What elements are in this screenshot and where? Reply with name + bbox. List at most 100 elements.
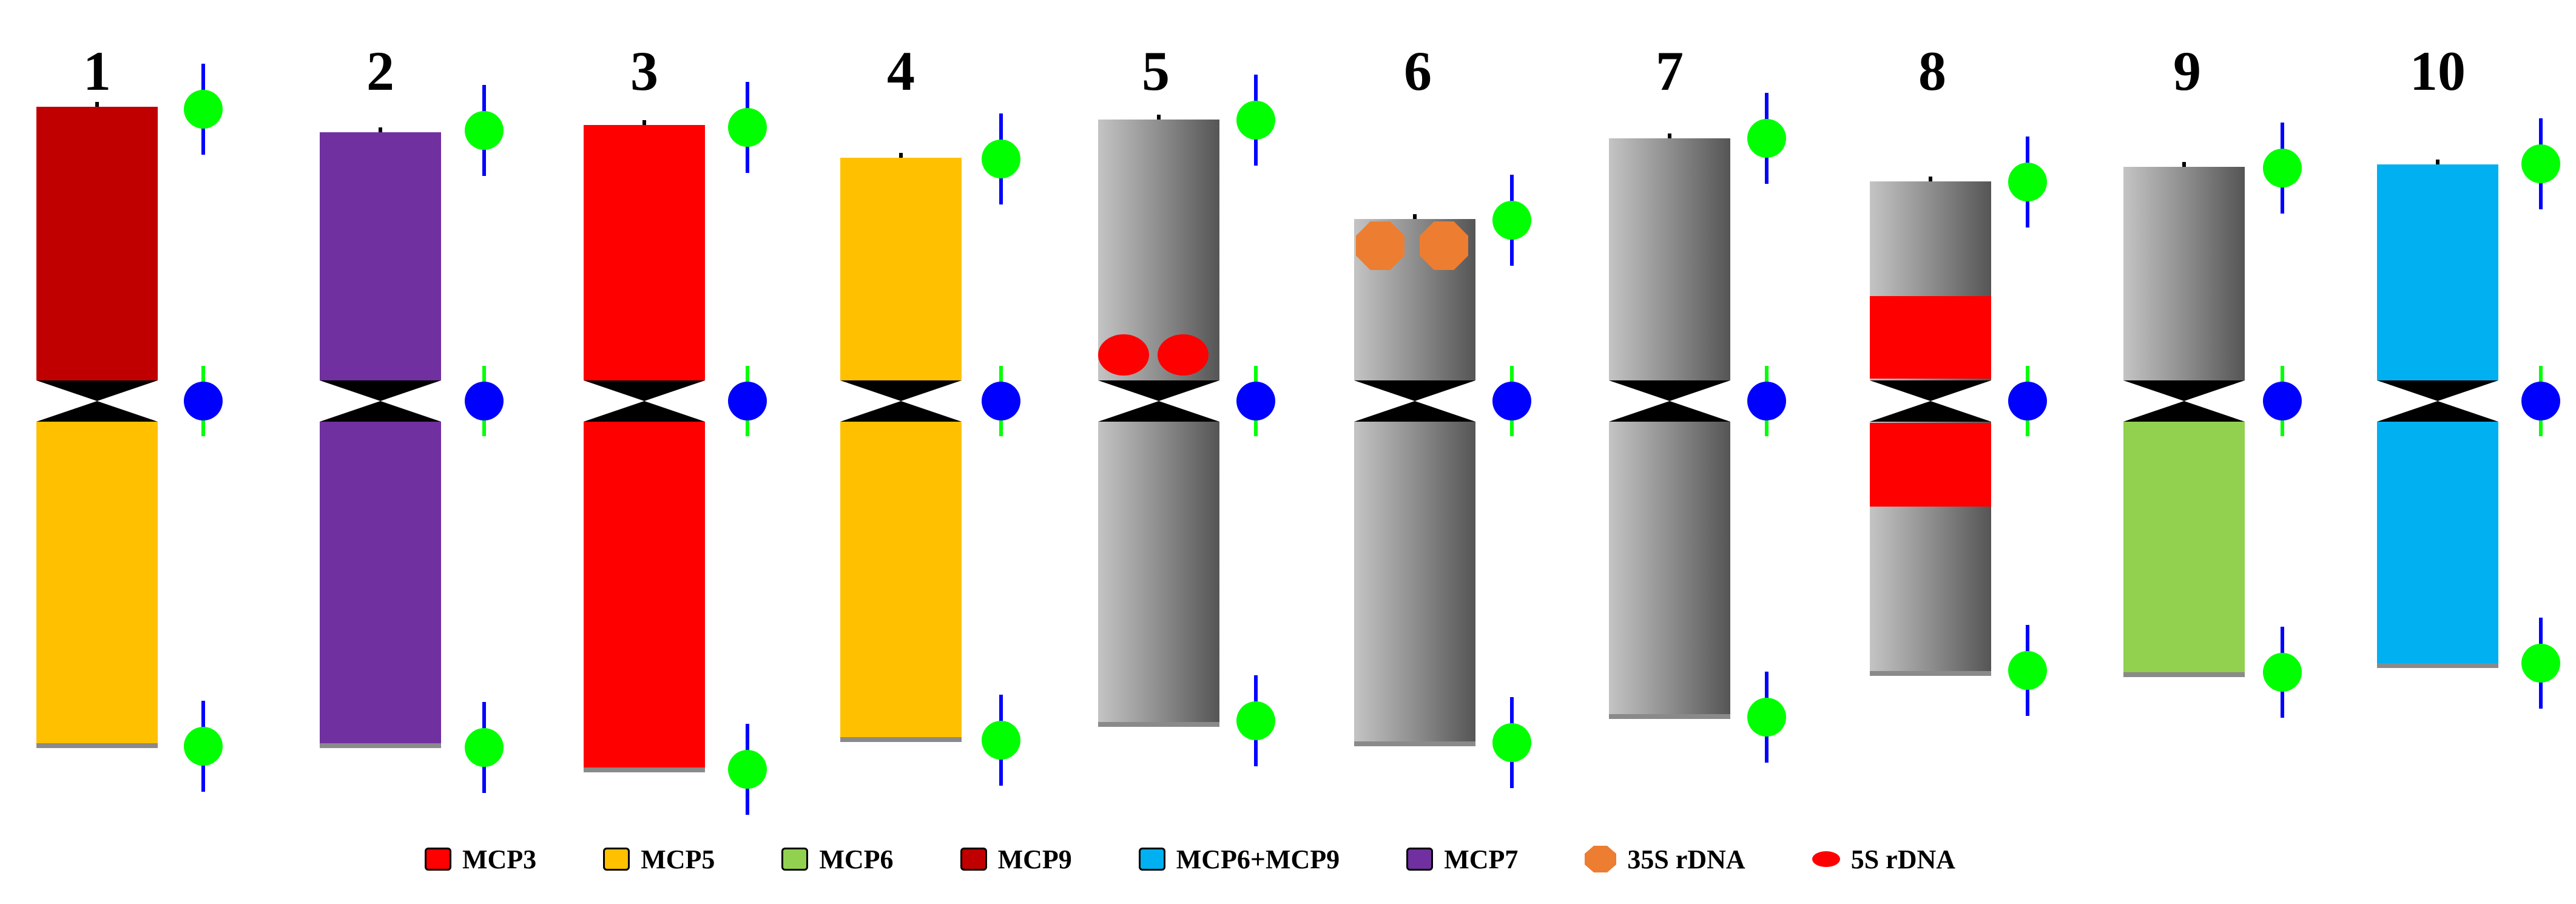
legend-swatch-mcp9 — [960, 848, 987, 871]
short-arm — [584, 125, 705, 380]
long-arm — [584, 422, 705, 767]
short-arm — [36, 107, 158, 380]
chromosome-number: 8 — [1918, 40, 1946, 102]
long-arm — [1098, 422, 1219, 722]
centromere — [584, 380, 705, 422]
centromere — [2123, 380, 2245, 422]
centromere — [1098, 380, 1219, 422]
chromosome-number: 6 — [1404, 40, 1432, 102]
telomere-end — [1609, 714, 1730, 719]
chromosome-number: 2 — [366, 40, 394, 102]
signal-dot — [1236, 382, 1275, 420]
chromosome-3: 3 — [584, 40, 767, 815]
5s-rdna-signal — [1158, 334, 1209, 376]
centromere — [2377, 380, 2498, 422]
signal-dot — [982, 140, 1020, 178]
chromosome-8: 8 — [1870, 40, 2047, 716]
legend-item-mcp6-mcp9: MCP6+MCP9 — [1138, 844, 1340, 875]
mcp3-band — [1870, 423, 1991, 507]
long-arm — [2377, 422, 2498, 663]
telomere-tick — [1413, 214, 1417, 219]
legend: MCP3 MCP5 MCP6 MCP9 MCP6+MCP9 MCP7 35S r… — [425, 841, 2022, 877]
chromosome-6: 6 — [1354, 40, 1531, 788]
telomere-tick — [899, 153, 903, 158]
signal-dot — [1492, 382, 1531, 420]
signal-dot — [2521, 144, 2560, 183]
signal-dot — [465, 728, 504, 767]
legend-swatch-mcp6 — [781, 848, 809, 871]
telomere-tick — [2436, 160, 2439, 164]
centromere — [36, 380, 158, 422]
legend-item-mcp5: MCP5 — [603, 844, 715, 875]
signal-dot — [184, 90, 223, 129]
chromosome-number: 9 — [2173, 40, 2201, 102]
centromere — [840, 380, 962, 422]
telomere-end — [1870, 671, 1991, 676]
legend-label: MCP6 — [819, 844, 894, 874]
telomere-tick — [379, 127, 382, 132]
legend-swatch-mcp5 — [603, 848, 630, 871]
legend-swatch-mcp3 — [425, 848, 451, 871]
signal-dot — [1747, 698, 1786, 737]
telomere-tick — [1668, 133, 1671, 138]
chromosome-number: 3 — [630, 40, 658, 102]
long-arm — [1354, 422, 1475, 741]
centromere — [320, 380, 441, 422]
chromosome-number: 4 — [887, 40, 915, 102]
signal-dot — [728, 108, 767, 147]
signal-dot — [184, 727, 223, 766]
telomere-end — [36, 743, 158, 748]
signal-dot — [982, 721, 1020, 760]
35s-rdna-signal — [1420, 221, 1468, 270]
mcp3-band — [1870, 296, 1991, 379]
signal-dot — [2521, 644, 2560, 683]
short-arm — [2123, 167, 2245, 380]
telomere-end — [840, 737, 962, 742]
chromosome-number: 7 — [1656, 40, 1684, 102]
long-arm — [320, 422, 441, 743]
legend-label: MCP9 — [997, 844, 1072, 874]
signal-dot — [465, 382, 504, 420]
legend-label: MCP6+MCP9 — [1176, 844, 1340, 874]
legend-item-mcp6: MCP6 — [781, 844, 894, 875]
octagon-icon — [1585, 846, 1617, 872]
signal-dot — [1747, 382, 1786, 420]
legend-label: 5S rDNA — [1850, 844, 1956, 874]
signal-dot — [1492, 723, 1531, 762]
5s-rdna-signal — [1098, 334, 1149, 376]
signal-dot — [2008, 163, 2047, 201]
signal-dot — [2263, 382, 2302, 420]
telomere-end — [2123, 672, 2245, 677]
long-arm — [1609, 422, 1730, 714]
signal-dot — [2263, 149, 2302, 187]
35s-rdna-signal — [1356, 221, 1404, 270]
telomere-tick — [1157, 115, 1161, 120]
signal-dot — [1236, 101, 1275, 140]
long-arm — [36, 422, 158, 743]
chromosome-1: 1 — [36, 40, 223, 792]
chromosome-4: 4 — [840, 40, 1020, 786]
legend-item-35s-rdna: 35S rDNA — [1585, 844, 1745, 875]
centromere — [1609, 380, 1730, 422]
telomere-tick — [642, 120, 646, 125]
ellipse-icon — [1812, 851, 1840, 867]
telomere-end — [1098, 722, 1219, 727]
signal-dot — [2521, 382, 2560, 420]
centromere — [1870, 380, 1991, 422]
legend-label: MCP7 — [1444, 844, 1519, 874]
telomere-tick — [95, 102, 99, 107]
short-arm — [1609, 138, 1730, 380]
signal-dot — [2008, 651, 2047, 690]
chromosome-number: 5 — [1142, 40, 1170, 102]
legend-label: MCP5 — [641, 844, 715, 874]
telomere-end — [2377, 663, 2498, 668]
legend-item-5s-rdna: 5S rDNA — [1812, 844, 1955, 875]
signal-dot — [982, 382, 1020, 420]
signal-dot — [184, 382, 223, 420]
chromosome-7: 7 — [1609, 40, 1786, 763]
chromosome-2: 2 — [320, 40, 504, 793]
telomere-end — [584, 767, 705, 772]
short-arm — [2377, 164, 2498, 380]
signal-dot — [728, 750, 767, 789]
